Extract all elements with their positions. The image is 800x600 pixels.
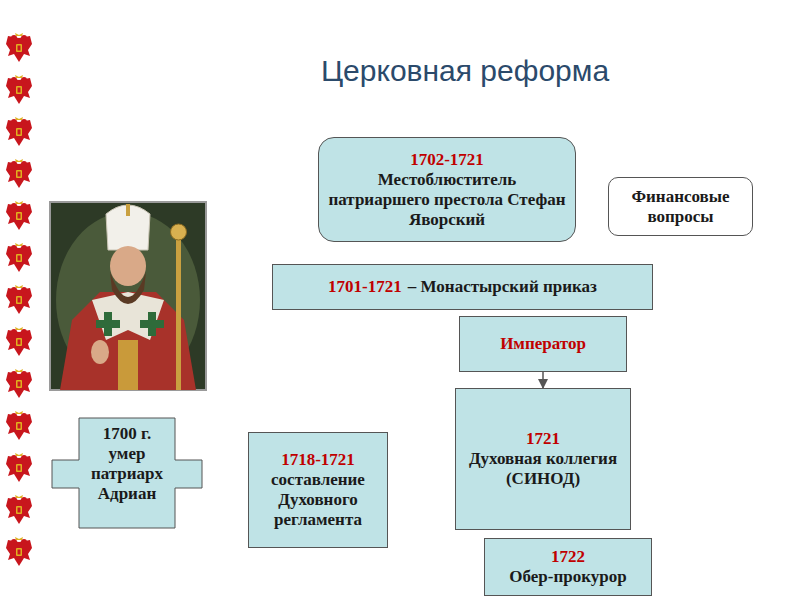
office-box: 1702-1721Местоблюститель патриаршего пре… <box>318 137 576 242</box>
node-text: Духовная коллегия (СИНОД) <box>464 449 622 489</box>
process-box: 1721Духовная коллегия (СИНОД) <box>455 388 631 530</box>
node-text: Финансовые вопросы <box>617 187 744 227</box>
date-label: 1722 <box>551 547 585 567</box>
process-box: 1722Обер-прокурор <box>484 538 652 596</box>
node-text: – Монастырский приказ <box>408 277 597 297</box>
date-label: 1701-1721 <box>328 277 402 297</box>
note-box: Финансовые вопросы <box>608 177 753 236</box>
portrait <box>50 202 206 390</box>
ruler-box: Император <box>459 316 627 372</box>
date-label: 1718-1721 <box>281 450 355 470</box>
eagle-column <box>6 33 32 566</box>
process-box: 1718-1721составление Духовного регламент… <box>248 432 388 548</box>
cross-shape: 1700 г. умер патриарх Адриан <box>52 418 202 528</box>
process-box: 1701-1721 – Монастырский приказ <box>272 264 653 310</box>
arrow-connector <box>542 372 544 388</box>
node-text: Местоблюститель патриаршего престола Сте… <box>327 170 567 230</box>
node-text: 1700 г. умер патриарх Адриан <box>85 424 169 504</box>
diagram-title: Церковная реформа <box>250 54 680 88</box>
date-label: Император <box>500 334 586 354</box>
date-label: 1702-1721 <box>410 150 484 170</box>
node-text: составление Духовного регламента <box>257 470 379 530</box>
node-text: Обер-прокурор <box>509 567 626 587</box>
date-label: 1721 <box>526 429 560 449</box>
